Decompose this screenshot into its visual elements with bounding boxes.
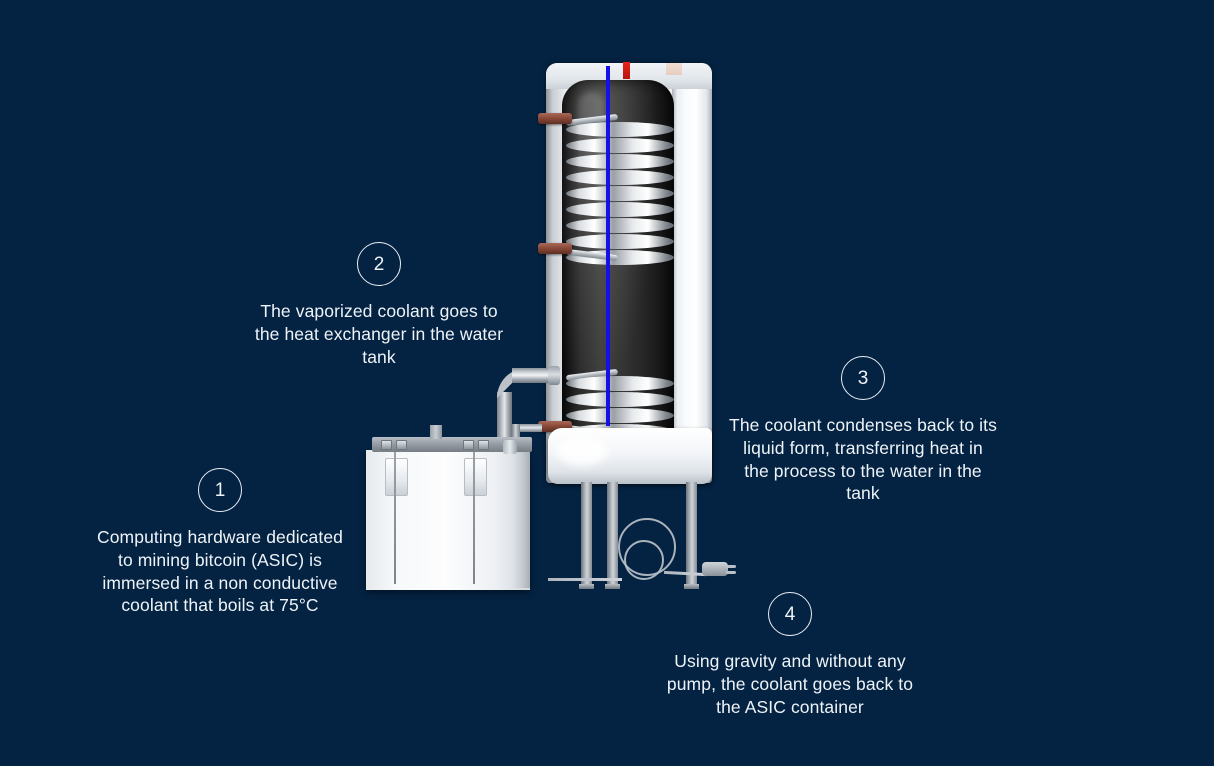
power-cable-loop-inner xyxy=(624,540,664,580)
power-cable-run-left xyxy=(548,578,622,581)
asic-container-side xyxy=(512,452,530,588)
blue-probe-line xyxy=(606,66,610,426)
step-badge-3: 3 xyxy=(841,356,885,400)
asic-clamp-2 xyxy=(396,440,407,450)
copper-port-middle xyxy=(538,243,572,254)
asic-clamp-1 xyxy=(381,440,392,450)
tank-leg-center xyxy=(607,482,618,586)
step-number-4: 4 xyxy=(784,603,796,625)
power-plug xyxy=(702,562,728,576)
plug-prong-top xyxy=(726,565,736,568)
step-badge-4: 4 xyxy=(768,592,812,636)
tank-right-seam xyxy=(672,72,677,472)
asic-clamp-4 xyxy=(478,440,489,450)
step-callout-2: 2 The vaporized coolant goes to the heat… xyxy=(249,242,509,368)
step-badge-2: 2 xyxy=(357,242,401,286)
asic-sensor-left xyxy=(385,458,408,496)
asic-vent-stub xyxy=(430,425,442,439)
step-text-2: The vaporized coolant goes to the heat e… xyxy=(254,301,504,367)
copper-port-bottom xyxy=(538,421,572,432)
tank-right-panel xyxy=(676,63,712,483)
tank-base-highlight xyxy=(556,436,608,466)
asic-sensor-right xyxy=(464,458,487,496)
tank-foot-right xyxy=(684,584,699,589)
asic-rod-left xyxy=(394,452,396,584)
asic-fitting-stub xyxy=(503,440,517,454)
asic-clamp-3 xyxy=(463,440,474,450)
step-number-1: 1 xyxy=(214,479,226,501)
step-number-3: 3 xyxy=(857,367,869,389)
tank-leg-right xyxy=(686,482,697,586)
step-badge-1: 1 xyxy=(198,468,242,512)
asic-rod-right xyxy=(473,452,475,584)
tank-foot-left xyxy=(579,584,594,589)
step-callout-1: 1 Computing hardware dedicated to mining… xyxy=(88,468,352,617)
step-text-1: Computing hardware dedicated to mining b… xyxy=(96,527,343,616)
asic-container-lid-rail xyxy=(372,437,532,452)
tank-top-label-tab xyxy=(666,63,682,75)
step-number-2: 2 xyxy=(373,253,385,275)
tank-leg-left xyxy=(581,482,592,586)
step-callout-3: 3 The coolant condenses back to its liqu… xyxy=(729,356,997,505)
tank-foot-center xyxy=(605,584,620,589)
red-indicator-icon xyxy=(623,62,630,79)
plug-prong-bottom xyxy=(726,571,736,574)
step-callout-4: 4 Using gravity and without any pump, th… xyxy=(659,592,921,718)
power-cable-run-right xyxy=(663,570,707,576)
step-text-4: Using gravity and without any pump, the … xyxy=(666,651,914,717)
step-text-3: The coolant condenses back to its liquid… xyxy=(729,415,997,504)
copper-port-top xyxy=(538,113,572,124)
